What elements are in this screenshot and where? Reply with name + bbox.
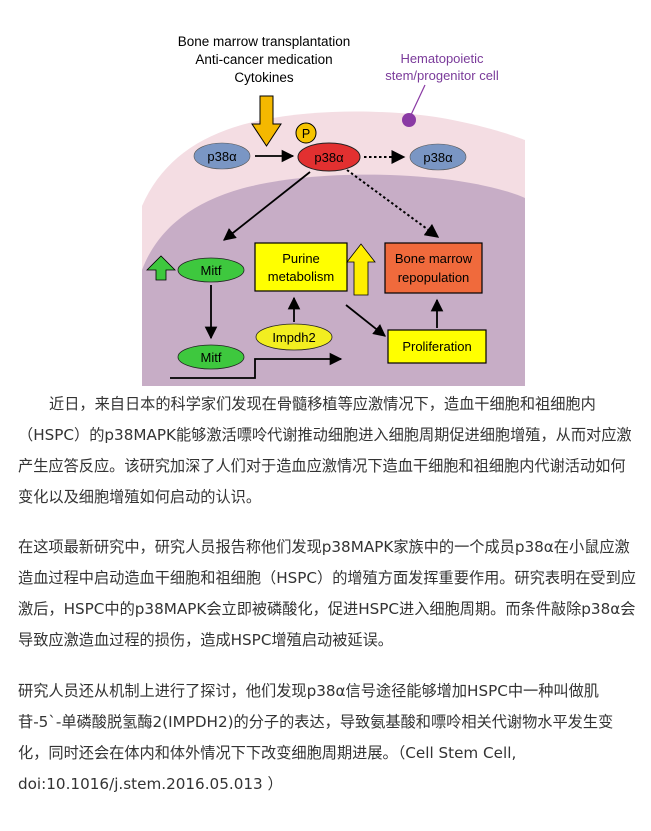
paragraph-2: 在这项最新研究中，研究人员报告称他们发现p38MAPK家族中的一个成员p38α在… xyxy=(18,538,636,649)
paragraph-1: 近日，来自日本的科学家们发现在骨髓移植等应激情况下，造血干细胞和祖细胞内（HSP… xyxy=(18,395,632,506)
phospho-label: P xyxy=(302,127,310,141)
p38a-inactive-left xyxy=(193,142,251,170)
p38a-right-label: p38α xyxy=(423,150,453,165)
hspc-signaling-diagram: Bone marrow transplantation Anti-cancer … xyxy=(142,34,525,386)
impdh2-label: Impdh2 xyxy=(272,330,315,345)
mitf-top-oval xyxy=(177,257,245,283)
p38a-inactive-right xyxy=(409,143,467,171)
p38a-to-mitf-arrow xyxy=(223,171,311,241)
hspc-label-line-2: stem/progenitor cell xyxy=(385,68,499,83)
impdh2-oval xyxy=(255,323,333,351)
bone-marrow-label-line-1: Bone marrow xyxy=(395,251,473,266)
stimulus-line-2: Anti-cancer medication xyxy=(195,52,332,67)
mitf-top-label: Mitf xyxy=(201,263,222,278)
purine-label-line-2: metabolism xyxy=(268,269,334,284)
mitf-bottom-oval xyxy=(177,344,245,370)
purine-to-proliferation-arrow xyxy=(345,304,386,337)
hspc-label-line-1: Hematopoietic xyxy=(400,51,484,66)
purine-label-line-1: Purine xyxy=(282,251,320,266)
stimulus-line-1: Bone marrow transplantation xyxy=(178,34,351,49)
phospho-badge xyxy=(295,122,317,144)
gene-promoter-line xyxy=(170,352,343,379)
proliferation-label: Proliferation xyxy=(402,339,471,354)
paragraph-3: 研究人员还从机制上进行了探讨，他们发现p38α信号途径能够增加HSPC中一种叫做… xyxy=(18,682,614,793)
stimulus-arrow xyxy=(251,95,282,147)
purine-upregulation-arrow xyxy=(346,243,376,296)
p38a-left-label: p38α xyxy=(207,149,237,164)
mitf-upregulation-arrow xyxy=(146,255,176,281)
bone-marrow-repopulation-box xyxy=(384,242,483,294)
p38a-active-center xyxy=(297,142,361,172)
hspc-pointer-line xyxy=(409,84,426,118)
purine-metabolism-box xyxy=(254,242,348,292)
p38a-center-label: p38α xyxy=(314,150,344,165)
stimulus-line-3: Cytokines xyxy=(234,70,294,85)
bone-marrow-label-line-2: repopulation xyxy=(398,270,470,285)
hspc-membrane-dot xyxy=(402,113,416,127)
p38a-to-repopulation-dotted-arrow xyxy=(346,169,440,238)
mitf-bottom-label: Mitf xyxy=(201,350,222,365)
proliferation-box xyxy=(387,329,487,364)
